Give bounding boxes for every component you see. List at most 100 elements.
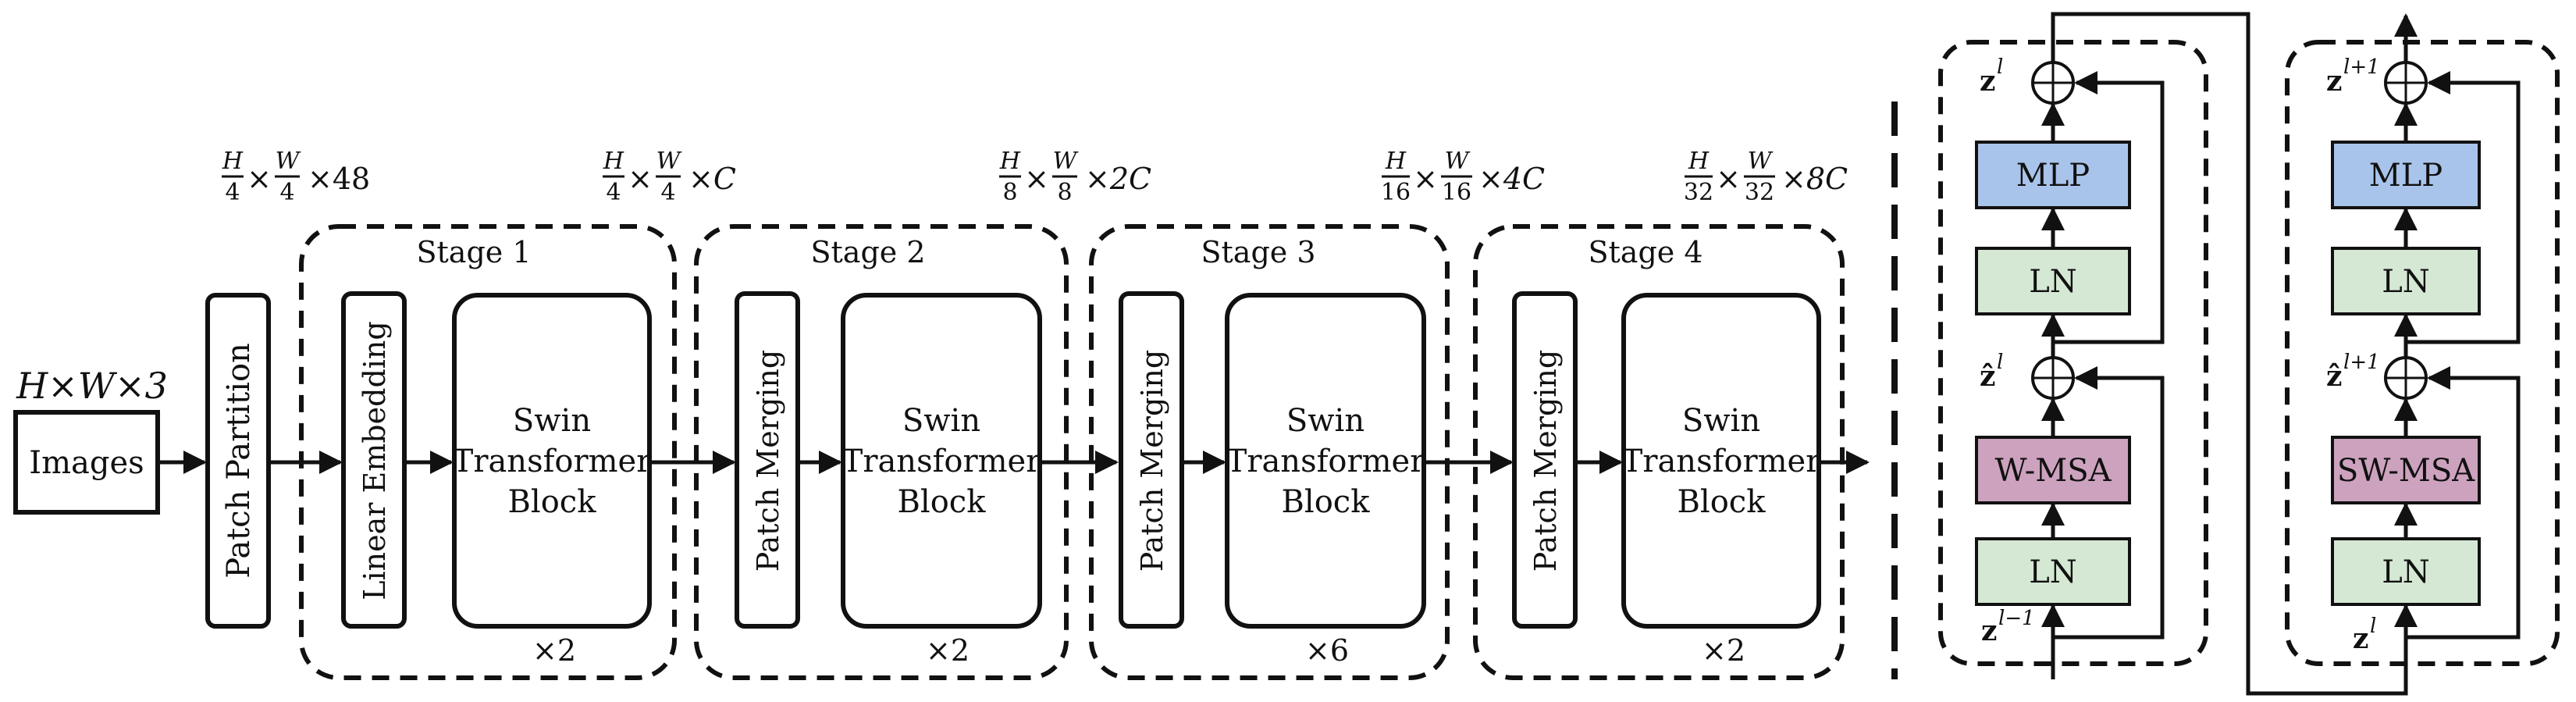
left-ln-top [1975,247,2131,315]
svg-text:4: 4 [279,179,294,206]
stage-2-swin-line3: Block [898,484,987,520]
left-mlp-box [1975,141,2131,209]
svg-text:H: H [999,148,1021,175]
stage-3-first-block [1119,291,1184,629]
right-ln-top [2331,247,2481,315]
stage-1-first-block [341,291,407,629]
right-ln-top-label: LN [2382,264,2430,300]
stage-3-swin-line3: Block [1282,484,1371,520]
right-mlp-box [2331,141,2481,209]
svg-text:16: 16 [1442,179,1471,206]
svg-text:4: 4 [225,179,240,206]
stage-3-repeat: ×6 [1305,633,1349,668]
svg-text:×: × [1024,162,1049,196]
input-dim-label: H×W×3 [16,365,168,407]
svg-text:×: × [628,162,653,196]
stage-3-title: Stage 3 [1201,235,1315,269]
stage-2-swin-line2: Transformer [842,444,1042,479]
stage-4-frame [1473,224,1845,680]
dim-label-3: H 16 × W 16 ×4C [1381,148,1545,206]
swin-block-detail-left: LN W-MSA LN MLP z l ẑ l z l−1 [1938,40,2208,679]
stage-4-first-block-label: Patch Merging [1528,350,1563,572]
stage-1-frame [299,224,677,680]
images-box [13,410,160,515]
svg-text:W: W [1445,148,1471,175]
stage-2-repeat: ×2 [926,633,970,668]
stage-3-swin-line2: Transformer [1226,444,1426,479]
left-z-out-label: z [1980,65,1995,98]
left-z-mid-label: ẑ [1980,360,1995,393]
left-ln-top-label: LN [2029,264,2077,300]
svg-text:32: 32 [1684,179,1713,206]
left-to-right-connector [2051,12,2418,696]
stage-1: Stage 1 Linear Embedding Swin Transforme… [299,224,677,680]
right-z-mid-label: ẑ [2326,360,2342,393]
stage-1-swin-line3: Block [508,484,597,520]
svg-text:×4C: ×4C [1478,162,1545,196]
svg-text:×: × [1716,162,1741,196]
left-z-in-label: z [1981,615,1997,647]
stage-3: Stage 3 Patch Merging Swin Transformer B… [1089,224,1450,680]
svg-text:×48: ×48 [308,162,370,196]
stage-2-first-block [735,291,800,629]
svg-text:H: H [1385,148,1407,175]
stage-4-swin-line3: Block [1678,484,1767,520]
stage-4-swin-line2: Transformer [1622,444,1822,479]
right-z-in-label: z [2353,622,2368,655]
dim-label-0: H 4 × W 4 ×48 [222,148,370,206]
svg-text:W: W [1748,148,1774,175]
svg-text:×2C: ×2C [1085,162,1151,196]
stage-2-first-block-label: Patch Merging [751,350,785,572]
right-ln-bottom [2331,537,2481,606]
svg-text:H: H [603,148,624,175]
right-block-frame [2285,40,2560,666]
svg-text:×8C: ×8C [1781,162,1848,196]
stage-4-repeat: ×2 [1702,633,1745,668]
left-attn-label: W-MSA [1995,453,2112,489]
svg-text:W: W [656,148,682,175]
left-mlp-label: MLP [2016,158,2090,194]
right-residual-1 [2406,366,2521,640]
left-z-mid-sup: l [1997,351,2003,374]
svg-text:H: H [222,148,244,175]
stage-4-title: Stage 4 [1588,235,1703,269]
left-ln-bottom [1975,537,2131,606]
right-z-mid-sup: l+1 [2343,351,2380,374]
left-ln-bottom-label: LN [2029,554,2077,590]
stage-1-first-block-label: Linear Embedding [358,321,392,600]
stage-2-title: Stage 2 [810,235,925,269]
svg-text:8: 8 [1057,179,1072,206]
stage-3-first-block-label: Patch Merging [1135,350,1169,572]
stage-1-repeat: ×2 [532,633,576,668]
left-residual-2 [2053,71,2165,344]
svg-text:×: × [1413,162,1438,196]
right-ln-bottom-label: LN [2382,554,2430,590]
right-attn-box [2331,436,2481,504]
svg-text:4: 4 [660,179,675,206]
left-residual-1 [2053,366,2165,640]
right-z-out-label: z [2326,65,2342,98]
svg-text:8: 8 [1002,179,1017,206]
right-mlp-label: MLP [2369,158,2443,194]
stage-3-swin-line1: Swin [1286,403,1364,439]
stage-2: Stage 2 Patch Merging Swin Transformer B… [694,224,1069,680]
right-attn-label: SW-MSA [2337,453,2475,489]
stage-4-first-block [1512,291,1578,629]
dim-label-2: H 8 × W 8 ×2C [999,148,1151,206]
stage-4-swin-line1: Swin [1682,403,1760,439]
left-z-out-sup: l [1997,55,2003,79]
svg-text:16: 16 [1381,179,1411,206]
stage-4: Stage 4 Patch Merging Swin Transformer B… [1473,224,1845,680]
stage-2-frame [694,224,1069,680]
svg-text:×C: ×C [688,162,736,196]
images-label: Images [29,445,144,481]
right-z-out-sup: l+1 [2343,55,2380,79]
dim-label-4: H 32 × W 32 ×8C [1684,148,1848,206]
stage-1-swin-line2: Transformer [453,444,653,479]
svg-text:W: W [1053,148,1079,175]
left-z-in-sup: l−1 [1998,607,2035,630]
svg-text:4: 4 [606,179,621,206]
stage-2-swin-line1: Swin [902,403,980,439]
right-residual-2 [2406,71,2521,344]
